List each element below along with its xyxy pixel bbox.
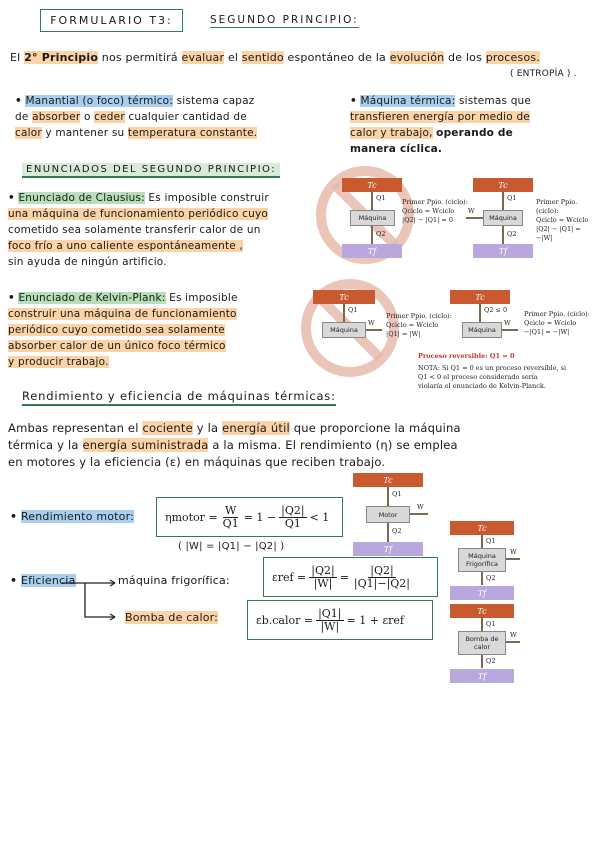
kelvin-nota: NOTA: Si Q1 = 0 es un proceso reversible… bbox=[418, 364, 567, 390]
branch-arrows bbox=[62, 579, 116, 621]
heat-arrow bbox=[481, 535, 483, 548]
enunciados-heading: ENUNCIADOS DEL SEGUNDO PRINCIPIO: bbox=[22, 163, 281, 178]
q2-label: Q2 bbox=[507, 230, 517, 238]
w-label: W bbox=[510, 548, 517, 556]
heat-arrow bbox=[481, 655, 483, 668]
q2-label: Q2 bbox=[392, 527, 402, 535]
work-arrow bbox=[366, 329, 382, 331]
q1-label: Q1 bbox=[348, 306, 358, 314]
rend-motor-label: • Rendimiento motor: bbox=[10, 510, 135, 523]
page-subtitle: SEGUNDO PRINCIPIO: bbox=[210, 14, 359, 28]
bomba-box: Bomba de calor bbox=[458, 631, 506, 655]
kelvin-statement: • Enunciado de Kelvin-Plank: Es imposibl… bbox=[8, 292, 238, 368]
w-label: W bbox=[510, 631, 517, 639]
work-arrow bbox=[506, 641, 520, 643]
heat-arrow bbox=[387, 523, 389, 542]
kelvin-left-math: Primer Ppio. (ciclo): Qciclo = Wciclo |Q… bbox=[386, 312, 452, 338]
hot-reservoir: Tc bbox=[313, 290, 375, 304]
heat-arrow bbox=[371, 226, 373, 244]
machine-box: Máquina bbox=[462, 322, 502, 338]
w-label: W bbox=[417, 503, 424, 511]
rend-motor-note: ( |W| = |Q1| − |Q2| ) bbox=[178, 541, 285, 552]
frig-box: Máquina Frigorífica bbox=[458, 548, 506, 572]
cold-reservoir: Tf bbox=[353, 542, 423, 556]
eps-ref-formula: εref = |Q2||W| = |Q2||Q1|−|Q2| bbox=[263, 557, 438, 597]
intro-line: El 2° Principio nos permitirá evaluar el… bbox=[10, 51, 541, 64]
rendimiento-heading: Rendimiento y eficiencia de máquinas tér… bbox=[22, 388, 336, 406]
page-title: FORMULARIO T3: bbox=[40, 9, 183, 32]
heat-arrow bbox=[502, 226, 504, 244]
ambas-paragraph: Ambas representan el cociente y la energ… bbox=[8, 421, 461, 469]
w-label: W bbox=[504, 319, 511, 327]
q2-label: Q2 bbox=[486, 574, 496, 582]
heat-arrow bbox=[481, 572, 483, 585]
machine-box: Máquina bbox=[350, 210, 395, 226]
maquina-frig-label: máquina frigorífica: bbox=[118, 574, 230, 587]
maquina-def: • Máquina térmica: sistemas que transfie… bbox=[350, 95, 532, 155]
work-arrow bbox=[506, 558, 520, 560]
motor-box: Motor bbox=[366, 506, 410, 523]
machine-box: Máquina bbox=[483, 210, 523, 226]
machine-box: Máquina bbox=[322, 322, 366, 338]
entropia-note: ( ENTROPÍA ) . bbox=[510, 69, 577, 79]
heat-arrow bbox=[371, 192, 373, 210]
heat-arrow bbox=[502, 192, 504, 210]
hot-reservoir: Tc bbox=[473, 178, 533, 192]
eficiencia-label: • Eficiencia bbox=[10, 574, 76, 587]
manantial-def: • Manantial (o foco) térmico: sistema ca… bbox=[15, 95, 258, 139]
q1-label: Q1 bbox=[486, 537, 496, 545]
clausius-right-math: Primer Ppio. (ciclo): Qciclo = Wciclo |Q… bbox=[536, 198, 589, 242]
clausius-left-math: Primer Ppio. (ciclo): Qciclo = Wciclo |Q… bbox=[402, 198, 468, 224]
heat-arrow bbox=[343, 304, 345, 322]
eps-bc-formula: εb.calor = |Q1||W| = 1 + εref bbox=[247, 600, 433, 640]
hot-reservoir: Tc bbox=[450, 604, 514, 618]
hot-reservoir: Tc bbox=[450, 521, 514, 535]
hot-reservoir: Tc bbox=[353, 473, 423, 487]
cold-reservoir: Tf bbox=[450, 586, 514, 600]
q1-label: Q1 bbox=[486, 620, 496, 628]
q1-label: Q1 bbox=[376, 194, 386, 202]
q1-label: Q1 bbox=[507, 194, 517, 202]
hot-reservoir: Tc bbox=[450, 290, 510, 304]
cold-reservoir: Tf bbox=[342, 244, 402, 258]
w-label: W bbox=[368, 319, 375, 327]
q2-label: Q2 bbox=[486, 657, 496, 665]
work-arrow bbox=[410, 513, 428, 515]
cold-reservoir: Tf bbox=[473, 244, 533, 258]
hot-reservoir: Tc bbox=[342, 178, 402, 192]
q2-label: Q2 bbox=[376, 230, 386, 238]
work-arrow bbox=[466, 217, 483, 219]
work-arrow bbox=[502, 329, 518, 331]
w-label: W bbox=[468, 207, 475, 215]
reversible-note: Proceso reversible: Q1 = 0 bbox=[418, 352, 515, 360]
heat-arrow bbox=[479, 304, 481, 322]
heat-arrow bbox=[481, 618, 483, 631]
clausius-statement: • Enunciado de Clausius: Es imposible co… bbox=[8, 192, 269, 268]
heat-arrow bbox=[387, 487, 389, 506]
cold-reservoir: Tf bbox=[450, 669, 514, 683]
bomba-label: Bomba de calor: bbox=[125, 611, 219, 624]
q1-label: Q1 bbox=[392, 490, 402, 498]
kelvin-right-math: Primer Ppio. (ciclo): Qciclo = Wciclo −|… bbox=[524, 310, 590, 336]
q2-le0-label: Q2 ≤ 0 bbox=[484, 306, 508, 314]
